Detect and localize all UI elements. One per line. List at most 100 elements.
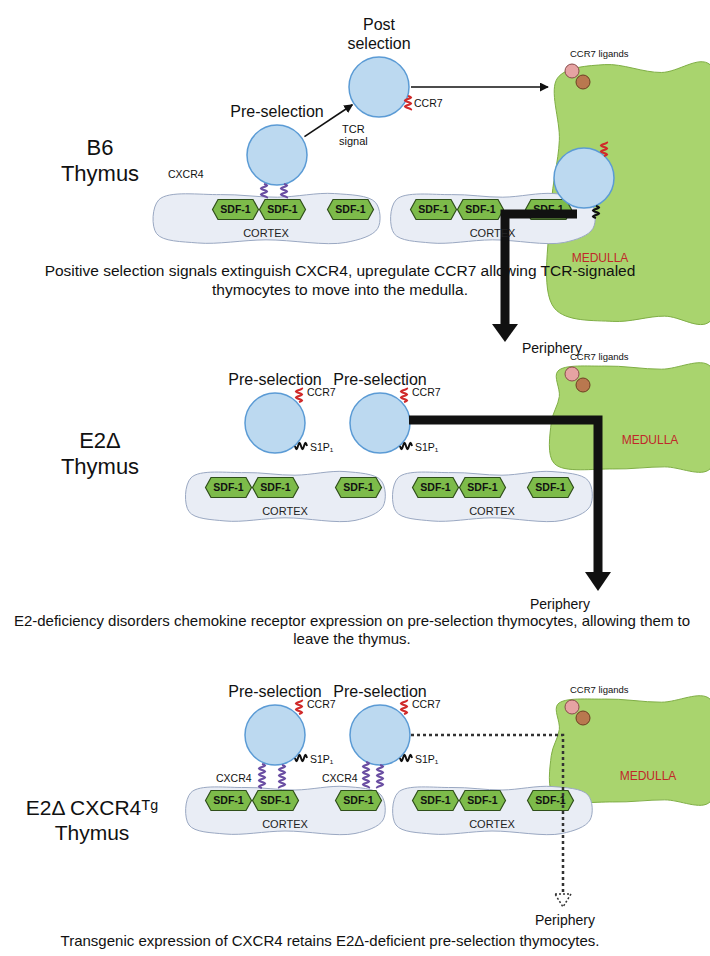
cell-body — [245, 393, 305, 453]
panel-title: E2Δ CXCR4ᵀᵍ Thymus — [17, 795, 167, 845]
cortex-blob — [153, 193, 380, 243]
ligand-name: SDF-1 — [533, 203, 563, 216]
cortex-region: CORTEX SDF-1 SDF-1 SDF-1 — [185, 470, 385, 522]
exit-arrowhead — [585, 572, 611, 591]
receptor-label: CCR7 — [412, 698, 441, 711]
s1p1-receptor — [295, 755, 307, 761]
ccr7-receptor — [401, 700, 407, 714]
ligand-name: SDF-1 — [343, 794, 373, 807]
destination-label: Periphery — [522, 340, 582, 357]
region-name: CORTEX — [470, 227, 516, 240]
hexagon — [328, 200, 374, 220]
sdf1-ligand: SDF-1 — [259, 199, 306, 220]
hexagon — [413, 791, 459, 811]
thymocyte-cell: Pre-selection — [349, 704, 411, 766]
hexagon — [413, 478, 459, 498]
sdf1-ligand: SDF-1 — [457, 199, 504, 220]
receptor-label: CCR7 — [414, 97, 443, 110]
ccr7-receptor — [296, 388, 302, 402]
s1p1-receptor — [593, 206, 599, 218]
blocked-exit-arrowhead — [555, 894, 571, 907]
sdf1-ligand: SDF-1 — [410, 199, 457, 220]
receptor-label: S1P₁ — [415, 753, 438, 766]
hexagon — [528, 791, 574, 811]
thymocyte-cell: Post selection — [348, 56, 410, 118]
cxcr4-receptor — [279, 765, 285, 788]
ligand-name: SDF-1 — [467, 794, 497, 807]
ligand-name: SDF-1 — [213, 794, 243, 807]
ligand-name: SDF-1 — [465, 203, 495, 216]
destination-label: Periphery — [530, 596, 590, 613]
cell-heading: Pre-selection — [202, 102, 352, 121]
thymocyte-cell-outline — [246, 124, 308, 186]
ligand-name: SDF-1 — [467, 481, 497, 494]
medulla-blob — [547, 62, 710, 325]
sdf1-ligand: SDF-1 — [327, 199, 374, 220]
sdf1-ligand: SDF-1 — [252, 790, 299, 811]
cell-body — [245, 705, 305, 765]
region-name: CORTEX — [262, 505, 308, 518]
cortex-region: CORTEXSDF-1SDF-1SDF-1 — [392, 470, 592, 522]
hexagon — [336, 791, 382, 811]
hexagon — [253, 791, 299, 811]
sdf1-ligand: SDF-1 — [335, 790, 382, 811]
edge-label: TCR signal — [332, 123, 374, 148]
hexagon — [213, 200, 259, 220]
ligand-name: SDF-1 — [535, 794, 565, 807]
thymocyte-cell-outline — [349, 704, 411, 766]
ccr7-ligand — [565, 367, 579, 381]
receptor-label: CCR7 — [307, 698, 336, 711]
sdf1-ligand: SDF-1 — [335, 477, 382, 498]
destination-label: Periphery — [535, 912, 595, 929]
ligand-name: SDF-1 — [420, 794, 450, 807]
ligand-name: SDF-1 — [260, 481, 290, 494]
ligand-name: SDF-1 — [213, 481, 243, 494]
caption-text: Transgenic expression of CXCR4 retains E… — [0, 932, 678, 950]
region-name: CORTEX — [243, 227, 289, 240]
ligand-heading: CCR7 ligands — [570, 684, 629, 695]
cxcr4-receptor — [281, 184, 287, 198]
ccr7-receptor — [601, 142, 607, 156]
hexagon — [260, 200, 306, 220]
thymocyte-cell: Pre-selection — [244, 392, 306, 454]
thymocyte-cell-outline — [349, 392, 411, 454]
cell-body — [350, 393, 410, 453]
s1p1-receptor — [295, 443, 307, 449]
cxcr4-receptor — [261, 184, 267, 198]
cxcr4-receptor — [377, 765, 383, 788]
medullary-thymocyte — [554, 148, 614, 208]
hexagon — [253, 478, 299, 498]
cell-heading: Post selection — [342, 15, 417, 53]
hexagon — [460, 478, 506, 498]
sdf1-ligand: SDF-1 — [459, 790, 506, 811]
cortex-blob — [186, 786, 386, 834]
sdf1-ligand: SDF-1 — [412, 790, 459, 811]
ligand-heading: CCR7 ligands — [570, 48, 629, 59]
s1p1-receptor — [400, 443, 412, 449]
hexagon — [206, 478, 252, 498]
exit-arrow — [409, 420, 598, 574]
region-name: CORTEX — [262, 818, 308, 831]
ligand-name: SDF-1 — [260, 794, 290, 807]
hexagon — [411, 200, 457, 220]
ccr7-ligand — [565, 700, 579, 714]
ligand-name: SDF-1 — [535, 481, 565, 494]
receptor-label: CXCR4 — [216, 772, 252, 785]
receptor-label: CXCR4 — [168, 168, 204, 181]
thymocyte-cell: Pre-selection — [244, 704, 306, 766]
cell-body — [350, 705, 410, 765]
hexagon — [460, 791, 506, 811]
hexagon — [206, 791, 252, 811]
cell-body — [349, 57, 409, 117]
cxcr4-receptor — [363, 762, 369, 788]
panel-title: B6 Thymus — [55, 135, 145, 188]
cortex-region: CORTEX SDF-1 SDF-1 SDF-1 — [185, 785, 385, 835]
sdf1-ligand: SDF-1 — [252, 477, 299, 498]
ligand-name: SDF-1 — [343, 481, 373, 494]
medulla-region: CCR7 ligandsMEDULLA — [548, 698, 710, 803]
thymocyte-cell-outline — [244, 704, 306, 766]
cortex-region: CORTEXSDF-1SDF-1SDF-1 — [152, 192, 380, 244]
hexagon — [528, 478, 574, 498]
thymocyte-cell-outline — [244, 392, 306, 454]
ccr7-ligand — [576, 378, 590, 392]
